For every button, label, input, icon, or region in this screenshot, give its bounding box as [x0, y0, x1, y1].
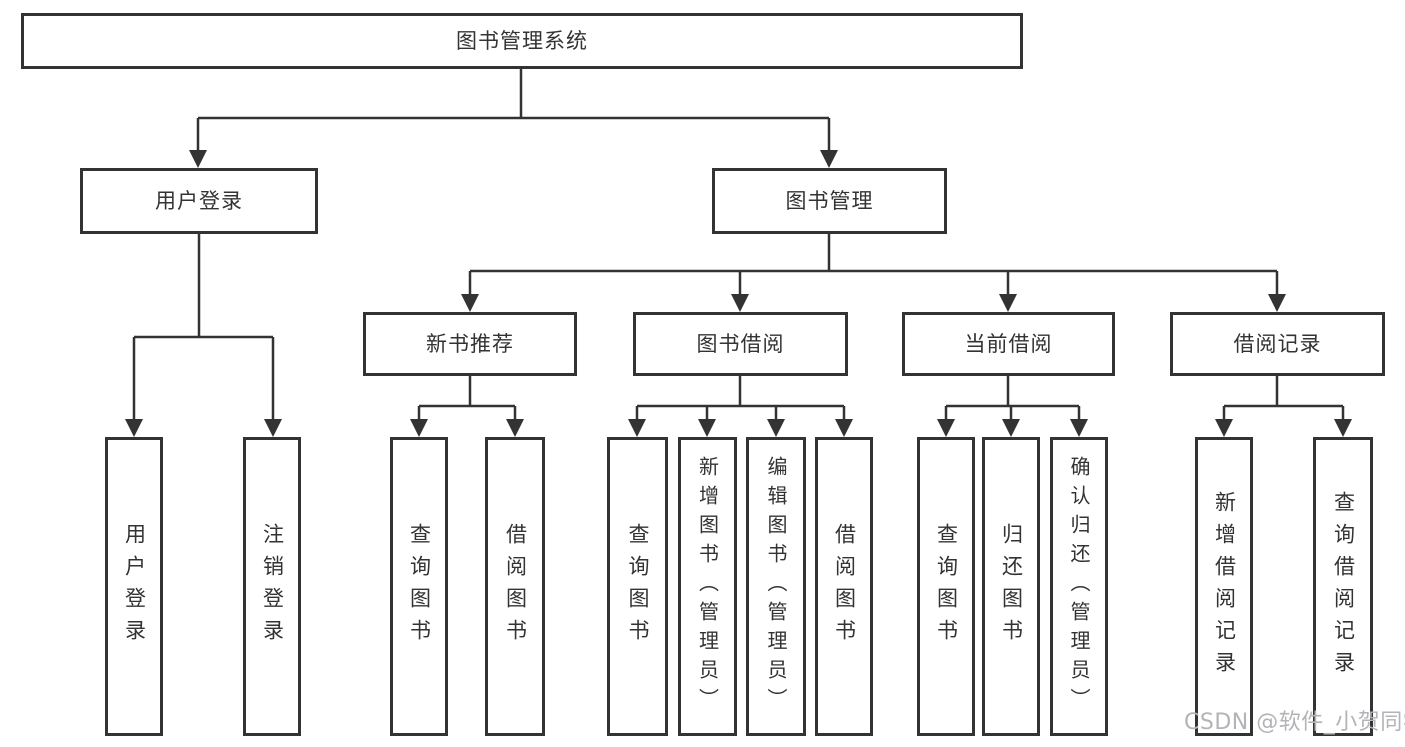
leaf-borrow-book-label: 借阅图书	[832, 522, 857, 651]
leaf-logout: 注销登录	[243, 437, 301, 736]
leaf-recommend-query-book: 查询图书	[390, 437, 448, 736]
node-root: 图书管理系统	[21, 13, 1023, 69]
node-current-borrow: 当前借阅	[902, 312, 1115, 376]
arrowheads	[125, 150, 1352, 437]
leaf-query-borrow-record-label: 查询借阅记录	[1331, 490, 1356, 683]
leaf-current-query-book-label: 查询图书	[934, 522, 959, 651]
leaf-edit-book-admin-label: 编辑图书（管理员）	[764, 456, 788, 717]
node-new-book-recommend-label: 新书推荐	[426, 331, 514, 356]
node-book-borrow: 图书借阅	[633, 312, 848, 376]
node-borrow-records-label: 借阅记录	[1233, 331, 1322, 356]
node-book-borrow-label: 图书借阅	[696, 331, 785, 356]
leaf-query-borrow-record: 查询借阅记录	[1313, 437, 1373, 736]
connector-lines	[132, 69, 1345, 422]
leaf-confirm-return-admin: 确认归还（管理员）	[1050, 437, 1108, 736]
leaf-borrow-book: 借阅图书	[815, 437, 873, 736]
leaf-recommend-borrow-book: 借阅图书	[485, 437, 545, 736]
node-user-login: 用户登录	[80, 168, 318, 234]
node-new-book-recommend: 新书推荐	[363, 312, 577, 376]
node-book-management-label: 图书管理	[785, 188, 874, 213]
node-root-label: 图书管理系统	[456, 28, 588, 53]
csdn-watermark: CSDN @软件_小贺同学	[1184, 710, 1405, 735]
leaf-add-borrow-record: 新增借阅记录	[1195, 437, 1253, 736]
leaf-return-book-label: 归还图书	[999, 522, 1024, 651]
leaf-current-query-book: 查询图书	[917, 437, 975, 736]
node-book-management: 图书管理	[712, 168, 947, 234]
leaf-recommend-borrow-book-label: 借阅图书	[503, 522, 528, 651]
leaf-add-book-admin-label: 新增图书（管理员）	[695, 456, 720, 717]
leaf-return-book: 归还图书	[982, 437, 1040, 736]
leaf-user-login: 用户登录	[105, 437, 163, 736]
node-current-borrow-label: 当前借阅	[964, 331, 1053, 356]
leaf-user-login-label: 用户登录	[122, 522, 147, 651]
leaf-recommend-query-book-label: 查询图书	[407, 522, 432, 651]
leaf-add-borrow-record-label: 新增借阅记录	[1212, 490, 1237, 683]
node-borrow-records: 借阅记录	[1170, 312, 1385, 376]
leaf-logout-label: 注销登录	[260, 522, 285, 651]
node-user-login-label: 用户登录	[155, 188, 243, 213]
leaf-edit-book-admin: 编辑图书（管理员）	[746, 437, 806, 736]
leaf-confirm-return-admin-label: 确认归还（管理员）	[1067, 456, 1091, 717]
leaf-add-book-admin: 新增图书（管理员）	[678, 437, 737, 736]
leaf-borrow-query-book-label: 查询图书	[626, 522, 650, 651]
leaf-borrow-query-book: 查询图书	[607, 437, 668, 736]
